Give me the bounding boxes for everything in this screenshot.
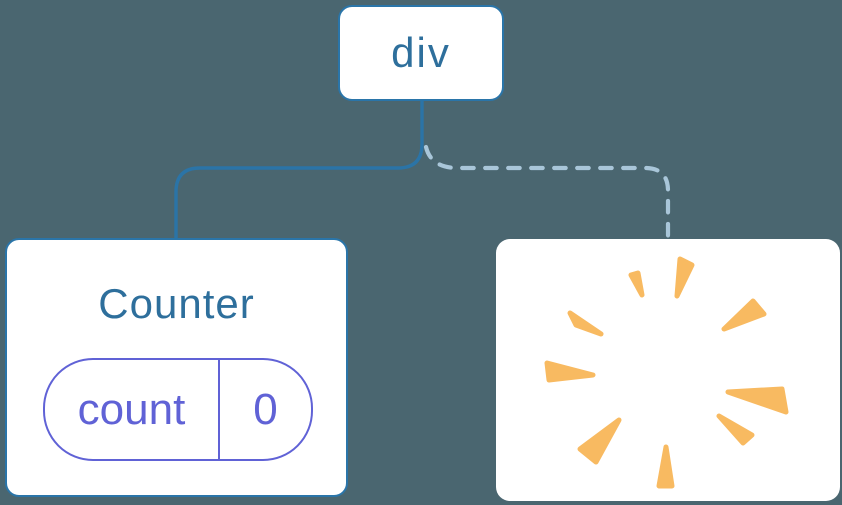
tree-node-div: div xyxy=(338,5,504,101)
poof-burst-icon xyxy=(544,256,789,489)
counter-node-title: Counter xyxy=(98,280,255,327)
state-pill-key: count xyxy=(77,384,186,434)
tree-node-counter: Counter count 0 xyxy=(5,238,348,497)
state-pill: count 0 xyxy=(43,358,313,461)
connector-dashed-line xyxy=(423,144,671,242)
connector-solid-line xyxy=(174,100,424,238)
state-pill-value: 0 xyxy=(218,360,311,459)
tree-node-removed xyxy=(496,239,840,501)
div-node-label: div xyxy=(391,29,451,76)
